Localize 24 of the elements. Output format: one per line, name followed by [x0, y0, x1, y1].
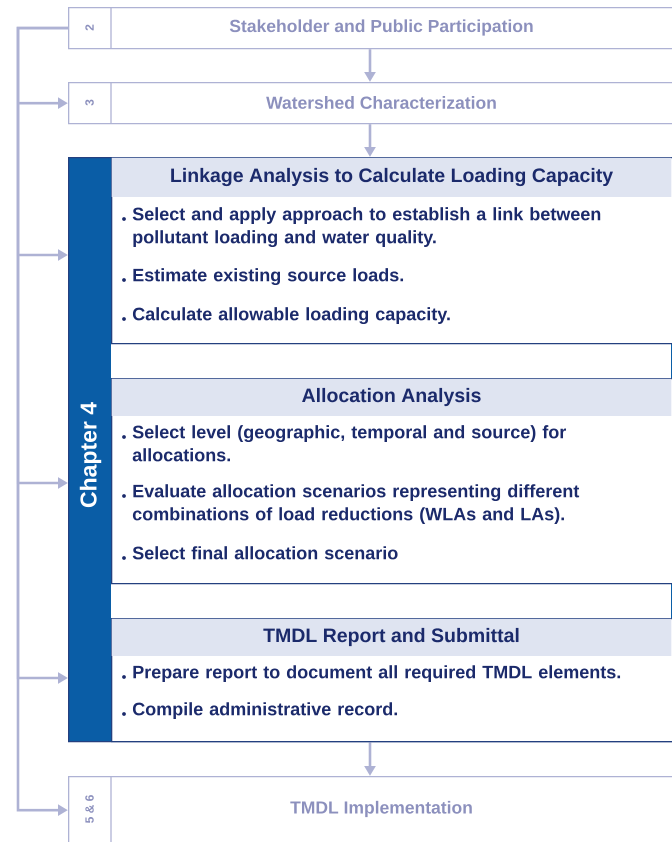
stage-box — [68, 6, 672, 50]
section-box — [111, 378, 672, 584]
stage-box — [68, 776, 672, 842]
chapter-number: 2 — [85, 24, 94, 30]
stage-title: Stakeholder and Public Participation — [230, 19, 533, 36]
bullet-item: Evaluate allocation scenarios representing different combinations of load reductions (WLAs and LAs). — [122, 484, 580, 524]
section-heading: Allocation Analysis — [112, 378, 672, 416]
bullet-item: Prepare report to document all required TMDL elements. — [122, 665, 620, 682]
chapter-number: 5 & 6 — [85, 795, 94, 823]
section-box — [111, 618, 672, 742]
chapter-label: Chapter 4 — [80, 402, 102, 508]
section-heading: Linkage Analysis to Calculate Loading Capacity — [112, 158, 672, 197]
chapter-number: 3 — [85, 100, 94, 106]
section-box — [111, 156, 672, 344]
bullet-item: Select final allocation scenario — [122, 546, 398, 560]
bullet-item: Select level (geographic, temporal and source) for allocations. — [122, 425, 566, 462]
section-heading: TMDL Report and Submittal — [112, 618, 672, 656]
bullet-item: Estimate existing source loads. — [122, 268, 404, 286]
bullet-item: Select and apply approach to establish a link between pollutant loading and water quality. — [122, 207, 600, 248]
stage-title: TMDL Implementation — [290, 800, 472, 818]
bullet-item: Compile administrative record. — [122, 702, 398, 719]
stage-title: Watershed Characterization — [266, 96, 496, 109]
bullet-item: Calculate allowable loading capacity. — [122, 307, 450, 324]
stage-box — [68, 82, 672, 124]
